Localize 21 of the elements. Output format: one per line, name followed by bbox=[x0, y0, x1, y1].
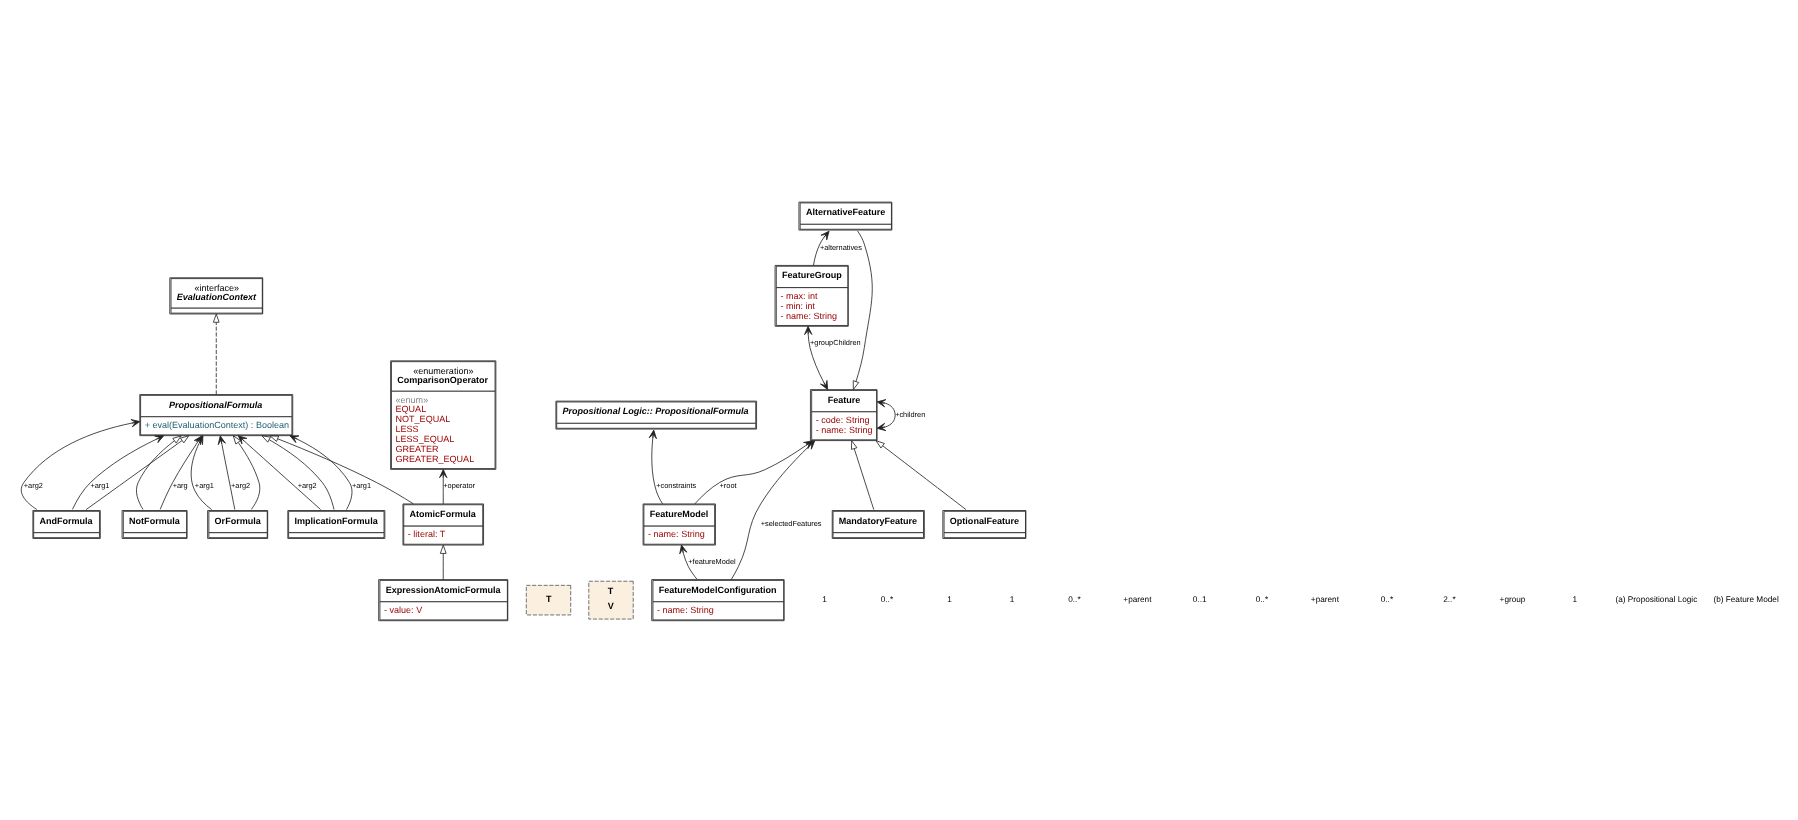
arrow bbox=[261, 434, 335, 509]
arrow bbox=[289, 434, 353, 510]
arrow bbox=[648, 428, 663, 504]
arrow bbox=[20, 418, 141, 509]
arrow bbox=[875, 439, 967, 509]
arrow bbox=[439, 543, 447, 579]
arrow bbox=[72, 434, 165, 509]
arrow bbox=[876, 398, 896, 431]
arrow bbox=[212, 312, 220, 394]
arrow bbox=[679, 543, 698, 579]
arrow bbox=[232, 434, 261, 509]
arrow bbox=[85, 434, 190, 509]
arrow bbox=[237, 434, 322, 509]
arrow bbox=[851, 439, 875, 509]
arrow bbox=[852, 229, 873, 389]
arrow bbox=[136, 434, 182, 509]
arrow bbox=[804, 324, 829, 389]
arrow bbox=[269, 434, 414, 504]
arrow bbox=[813, 229, 830, 265]
arrow bbox=[217, 434, 236, 509]
arrow bbox=[439, 468, 448, 504]
